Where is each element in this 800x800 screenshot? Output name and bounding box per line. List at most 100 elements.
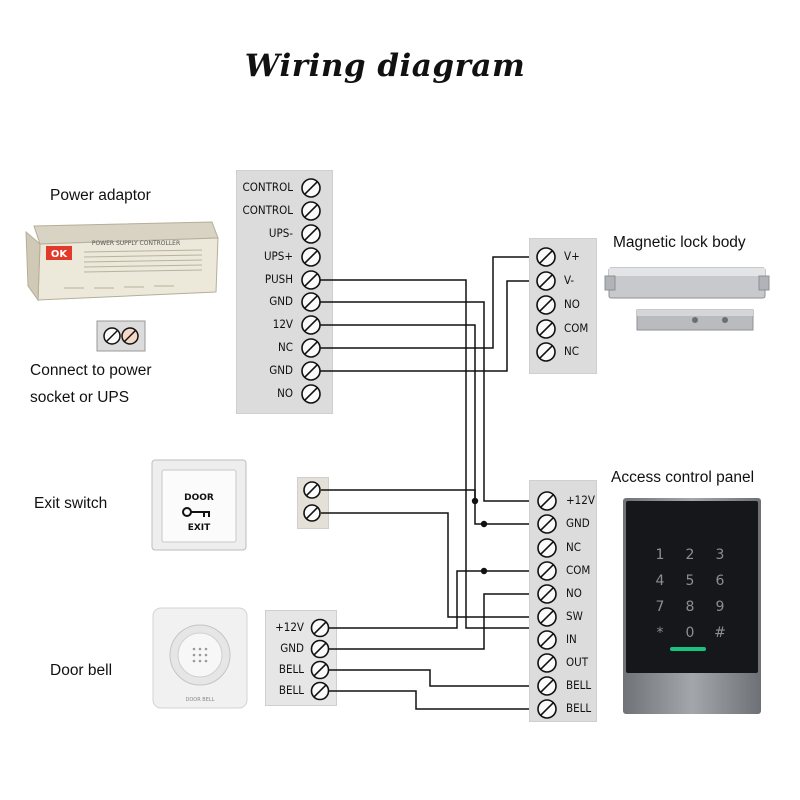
panel-terminal-screw	[537, 538, 557, 558]
power-terminal-label: PUSH	[264, 272, 293, 286]
lock-terminal-label: NO	[564, 297, 580, 311]
access-panel-label: Access control panel	[611, 469, 755, 486]
lock-terminal-screw	[536, 295, 556, 315]
panel-terminal-screw	[537, 699, 557, 719]
bell-terminal-screw	[310, 660, 330, 680]
lock-terminal-label: COM	[564, 321, 589, 335]
wire-junction	[480, 567, 488, 575]
exit-button-line1: DOOR	[184, 493, 214, 503]
panel-terminal-screw	[537, 491, 557, 511]
power-terminal-screw	[301, 315, 321, 335]
bell-caption: DOOR BELL	[186, 697, 215, 703]
power-socket-icon	[96, 320, 146, 352]
lock-terminal-screw	[536, 247, 556, 267]
magnetic-lock-image	[604, 267, 770, 331]
panel-terminal-label: NC	[566, 540, 581, 554]
exit-button-line2: EXIT	[188, 523, 211, 533]
wire	[329, 690, 529, 710]
panel-terminal-screw	[537, 584, 557, 604]
keypad-key: 9	[716, 599, 725, 615]
panel-terminal-label: BELL	[566, 678, 592, 692]
bell-terminal-label: GND	[280, 641, 304, 655]
bell-terminal-label: BELL	[278, 683, 304, 697]
diagram-title: Wiring diagram	[244, 48, 526, 84]
bell-terminal-label: BELL	[278, 662, 304, 676]
key-icon	[182, 507, 210, 517]
status-led	[670, 647, 706, 651]
wire	[320, 279, 529, 629]
panel-terminal-label: BELL	[566, 701, 592, 715]
keypad-key: 4	[656, 573, 665, 589]
power-terminal-label: CONTROL	[242, 203, 293, 217]
panel-terminal-label: SW	[566, 609, 583, 623]
power-terminal-label: GND	[269, 363, 293, 377]
door-bell-label: Door bell	[50, 662, 113, 679]
bell-terminal-screw	[310, 681, 330, 701]
power-terminal-screw	[301, 178, 321, 198]
keypad-key: 3	[716, 547, 725, 563]
keypad-key: 5	[686, 573, 695, 589]
wire-junction	[471, 497, 479, 505]
bell-terminal-screw	[310, 639, 330, 659]
power-terminal-screw	[301, 247, 321, 267]
lock-terminal-label: V-	[564, 273, 575, 287]
panel-terminal-label: IN	[566, 632, 577, 646]
access-control-panel-image[interactable]: 1 2 3 4 5 6 7 8 9 * 0 #	[622, 497, 762, 715]
keypad-key: *	[657, 625, 664, 641]
power-terminal-screw	[301, 292, 321, 312]
power-terminal-screw	[301, 201, 321, 221]
power-terminal-screw	[301, 270, 321, 290]
power-terminal-screw	[301, 361, 321, 381]
panel-terminal-label: COM	[566, 563, 591, 577]
exit-button-image[interactable]: DOOR EXIT	[150, 458, 248, 552]
panel-terminal-label: GND	[566, 516, 590, 530]
panel-terminal-screw	[537, 561, 557, 581]
lock-terminal-label: NC	[564, 344, 579, 358]
keypad-key: 7	[656, 599, 665, 615]
wire	[320, 256, 529, 349]
exit-terminal-screw	[303, 481, 321, 499]
keypad-key: 6	[716, 573, 725, 589]
wire	[320, 324, 529, 525]
power-terminal-label: NC	[278, 340, 293, 354]
wire	[320, 301, 529, 502]
panel-terminal-label: +12V	[566, 493, 595, 507]
keypad-key: 1	[656, 547, 665, 563]
keypad-key: 2	[686, 547, 695, 563]
lock-terminal-screw	[536, 342, 556, 362]
connect-note-line2: socket or UPS	[30, 389, 130, 406]
panel-terminal-screw	[537, 676, 557, 696]
door-bell-image: DOOR BELL	[152, 607, 248, 709]
keypad-key: 8	[686, 599, 695, 615]
wire-junction	[480, 520, 488, 528]
wire	[321, 489, 476, 501]
keypad-key: #	[714, 625, 726, 641]
panel-terminal-screw	[537, 607, 557, 627]
exit-switch-label: Exit switch	[34, 495, 108, 512]
bell-terminal-label: +12V	[275, 620, 304, 634]
exit-terminal-screw	[303, 504, 321, 522]
connect-note-line1: Connect to power	[30, 362, 152, 379]
wire	[320, 280, 529, 372]
wire	[329, 669, 529, 687]
wire	[329, 570, 529, 629]
keypad-key: 0	[686, 625, 695, 641]
bell-terminal-screw	[310, 618, 330, 638]
power-box-label: POWER SUPPLY CONTROLLER	[92, 240, 180, 247]
magnetic-lock-label: Magnetic lock body	[613, 234, 746, 251]
power-box-brand: OK	[51, 249, 69, 260]
wire	[329, 593, 529, 650]
lock-terminal-screw	[536, 271, 556, 291]
panel-terminal-screw	[537, 514, 557, 534]
wire	[321, 512, 529, 618]
lock-terminal-screw	[536, 319, 556, 339]
panel-terminal-label: NO	[566, 586, 582, 600]
power-terminal-label: NO	[277, 386, 293, 400]
power-terminal-label: UPS+	[263, 249, 293, 263]
power-terminal-label: 12V	[272, 317, 293, 331]
power-adaptor-image: OK POWER SUPPLY CONTROLLER	[25, 221, 219, 302]
panel-terminal-screw	[537, 630, 557, 650]
power-terminal-label: UPS-	[268, 226, 293, 240]
power-terminal-screw	[301, 224, 321, 244]
